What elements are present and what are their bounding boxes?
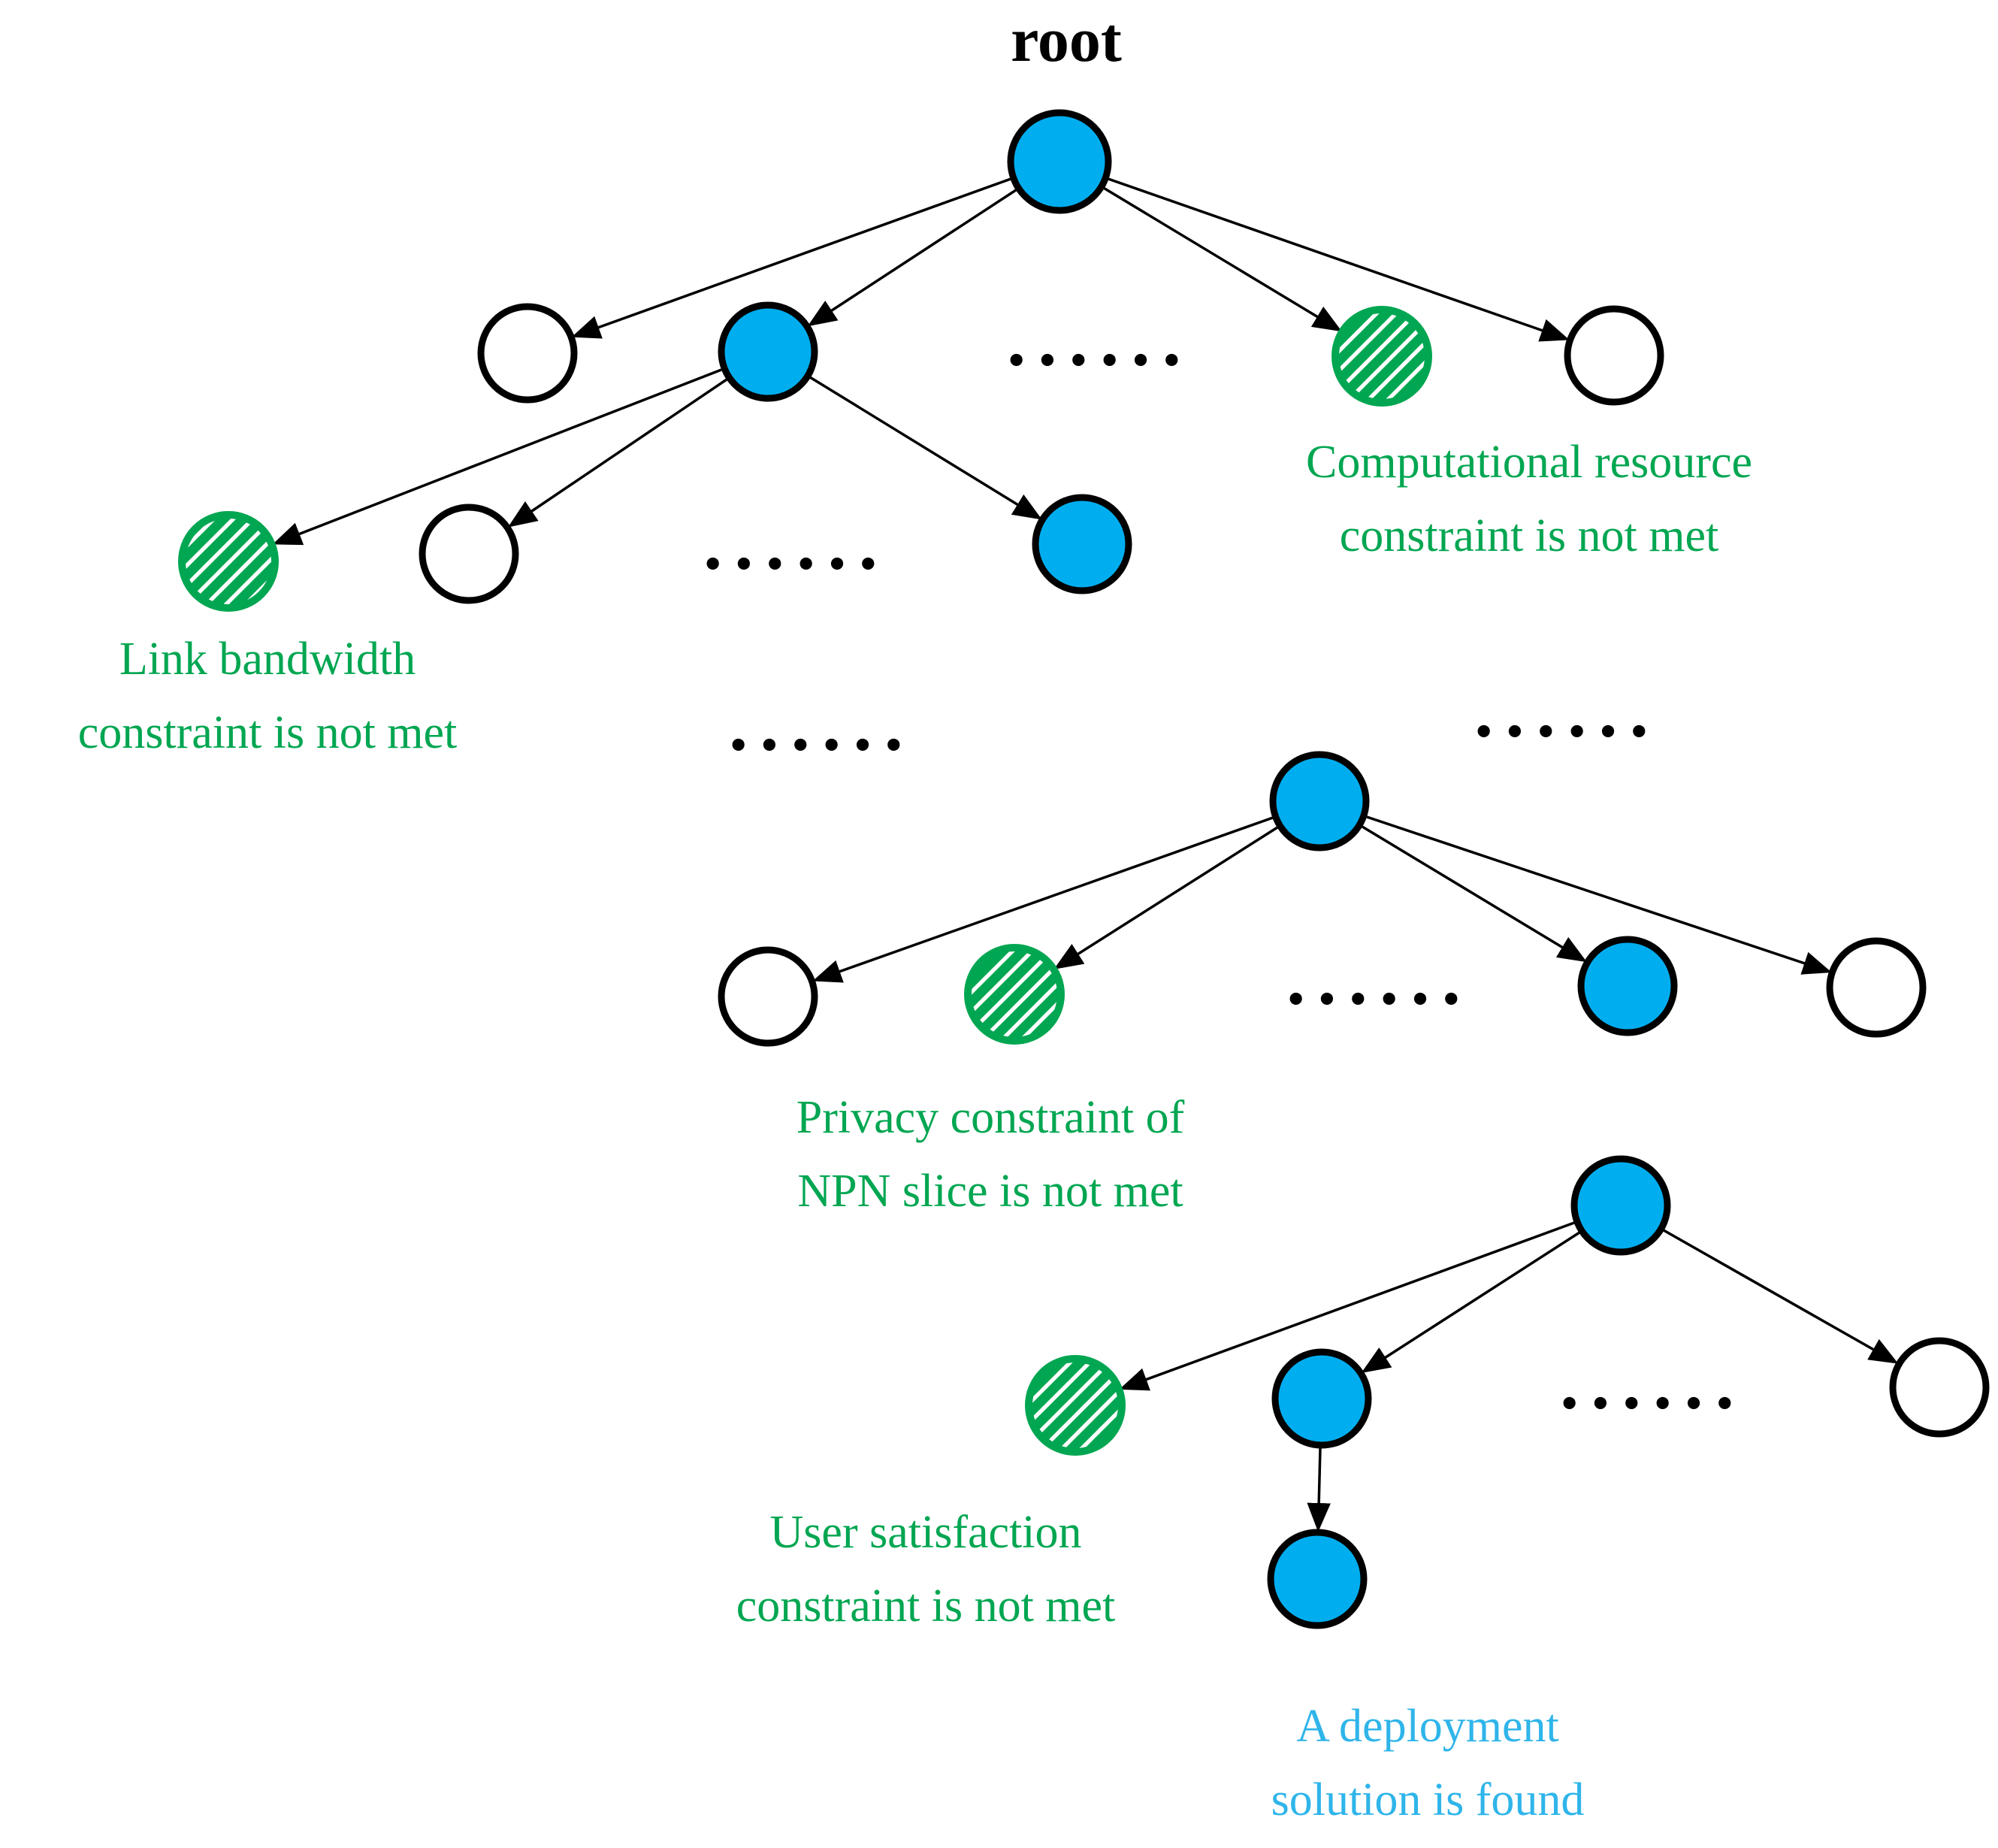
node-white-level2-left — [477, 303, 578, 404]
node-green-hatched-privacy — [964, 944, 1065, 1045]
ellipsis-mid-right: ······ — [1471, 689, 1658, 773]
edge-mid-to-green-privacy — [1053, 826, 1278, 969]
ellipsis-groups: ······ ······ ······ ······ ······ ·····… — [700, 318, 1743, 1444]
edge-blue1-to-blue-2 — [809, 376, 1042, 520]
node-blue-level5 — [1271, 1348, 1372, 1449]
node-root-blue — [1007, 109, 1112, 214]
edge-root-to-white-2 — [1105, 177, 1570, 342]
node-white-level2-right — [1564, 305, 1664, 406]
ellipsis-level4: ······ — [1283, 957, 1470, 1040]
node-blue-level3 — [1032, 494, 1132, 594]
node-white-level3 — [419, 504, 519, 604]
edge-blue1-to-green-bandwidth — [272, 368, 722, 546]
ellipsis-mid-left: ······ — [726, 703, 912, 786]
node-blue-level2 — [718, 301, 818, 402]
node-blue-solution — [1267, 1529, 1368, 1629]
ellipsis-level5: ······ — [1557, 1361, 1743, 1444]
edge-mid-to-blue-4 — [1362, 825, 1587, 963]
edge-root-to-white-1 — [571, 177, 1014, 339]
edge-lower-to-blue-6 — [1361, 1231, 1580, 1374]
edge-root-to-green-computational — [1102, 186, 1342, 332]
edge-lower-to-white-6 — [1663, 1229, 1899, 1364]
annotation-deployment-solution: A deployment solution is found — [1271, 1701, 1585, 1825]
root-label: root — [1011, 5, 1122, 75]
node-green-hatched-bandwidth — [178, 511, 279, 612]
node-blue-level4 — [1577, 936, 1678, 1036]
node-blue-mid-parent — [1269, 751, 1370, 851]
tree-edges — [272, 177, 1899, 1532]
edge-mid-to-white-4 — [812, 816, 1274, 983]
annotation-computational-resource: Computational resource constraint is not… — [1306, 437, 1752, 561]
node-white-level4-right — [1826, 937, 1927, 1038]
annotation-privacy-npn: Privacy constraint of NPN slice is not m… — [796, 1092, 1185, 1217]
node-white-level5-right — [1889, 1337, 1990, 1438]
node-blue-lower-parent — [1570, 1155, 1671, 1256]
edge-root-to-blue-1 — [807, 187, 1019, 327]
node-green-hatched-satisfaction — [1025, 1355, 1126, 1456]
edge-blue6-to-solution — [1307, 1447, 1331, 1532]
tree-nodes — [178, 109, 1990, 1629]
annotation-user-satisfaction: User satisfaction constraint is not met — [736, 1507, 1116, 1632]
ellipsis-level2: ······ — [1004, 318, 1190, 401]
ellipsis-level3: ······ — [700, 522, 887, 605]
edge-mid-to-white-5 — [1366, 815, 1832, 975]
annotation-link-bandwidth: Link bandwidth constraint is not met — [77, 634, 458, 758]
edge-blue1-to-white-3 — [507, 378, 727, 528]
node-white-level4-left — [718, 946, 818, 1047]
node-green-hatched-computational — [1331, 306, 1432, 407]
edge-lower-to-green-satisfaction — [1119, 1221, 1575, 1391]
